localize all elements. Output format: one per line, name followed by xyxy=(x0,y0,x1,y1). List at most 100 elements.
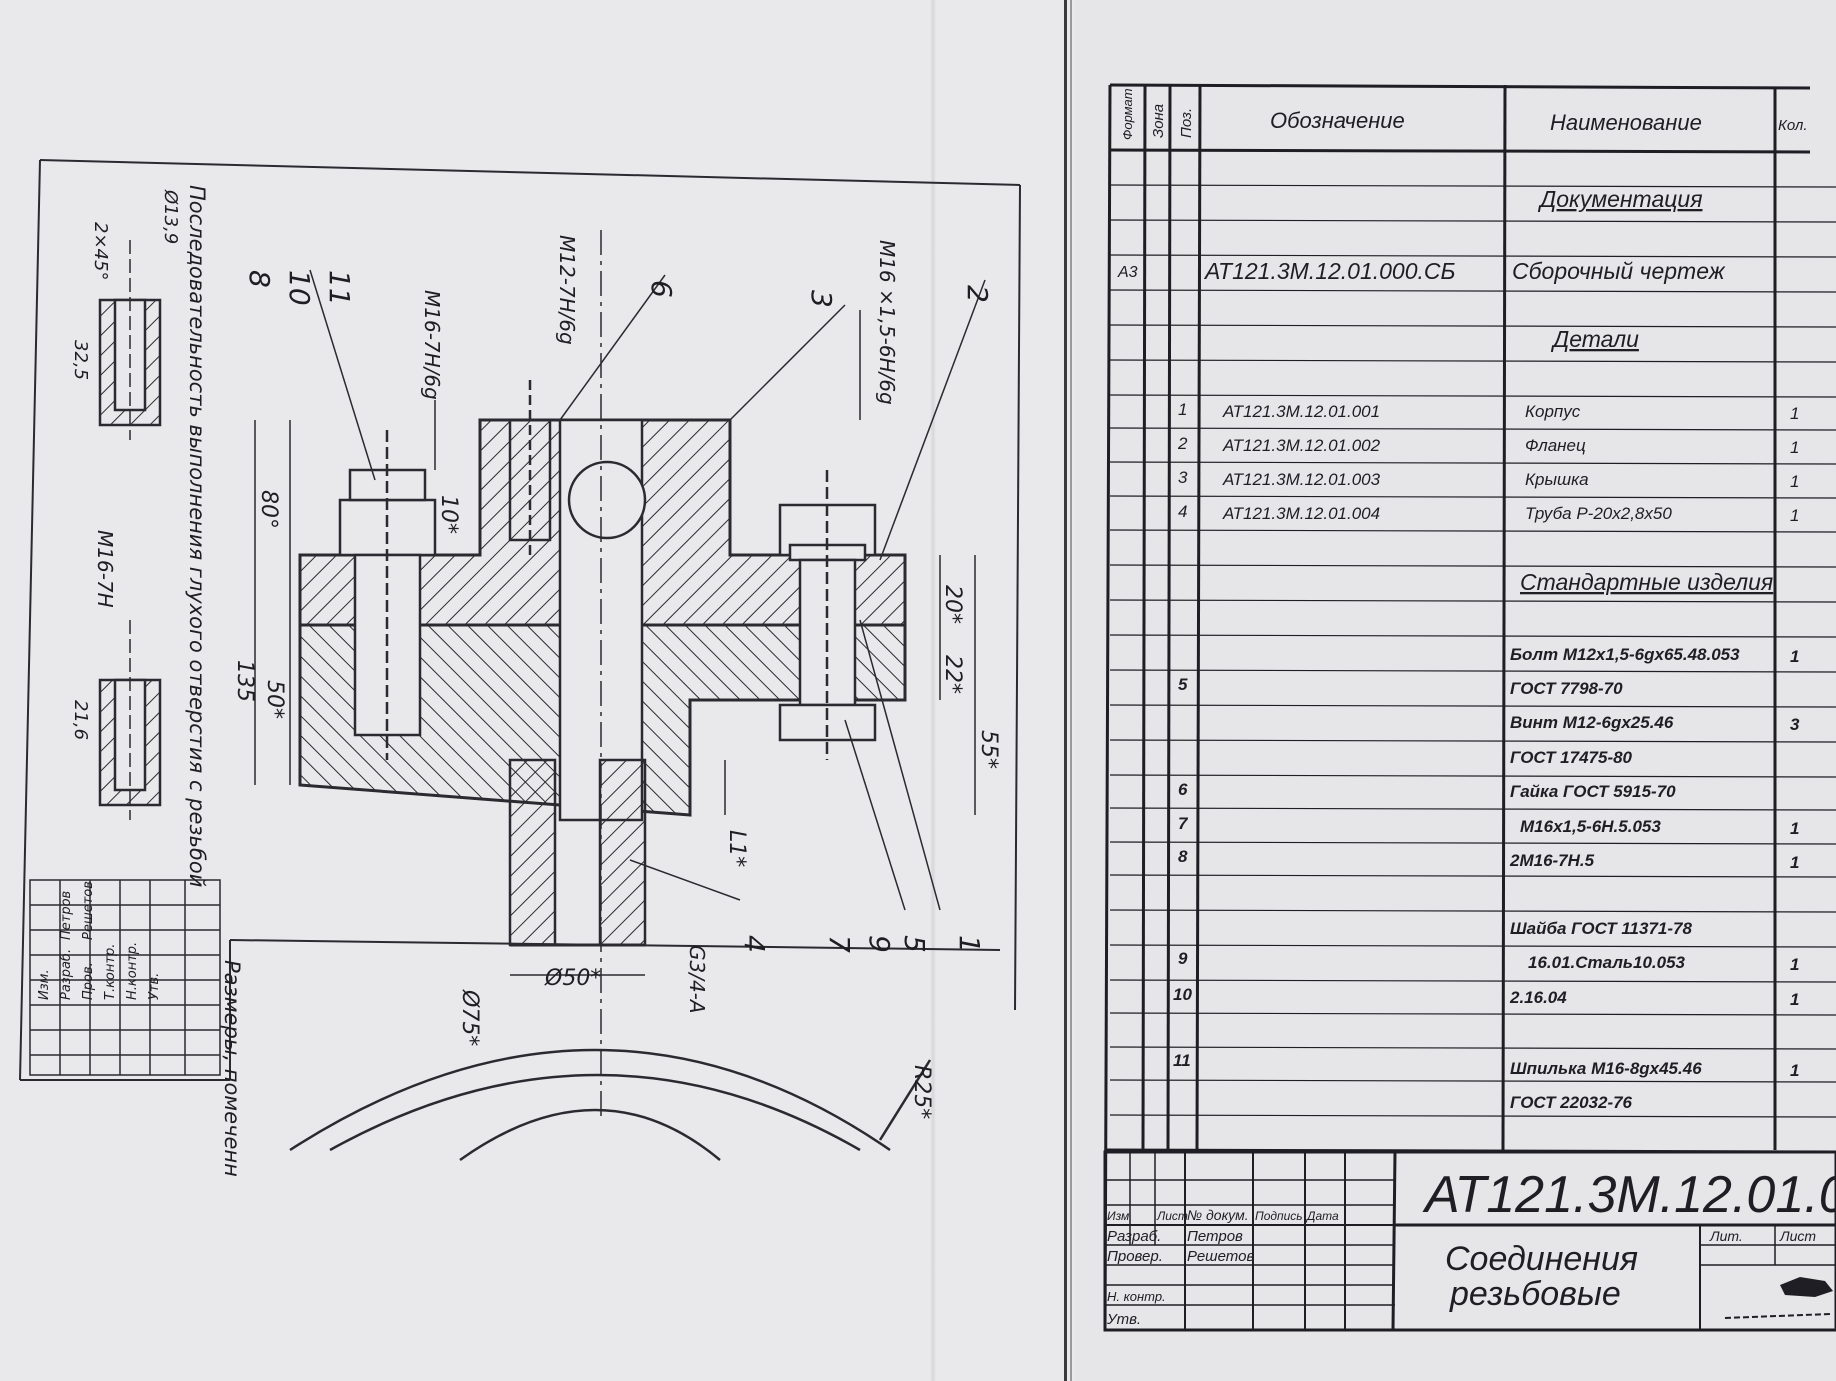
row-pos: 7 xyxy=(1178,814,1189,833)
callout-3: 3 xyxy=(805,290,838,308)
dim-216: 21,6 xyxy=(70,700,91,740)
callout-4: 4 xyxy=(738,935,771,953)
row-name: 16.01.Сталь10.053 xyxy=(1528,953,1686,972)
dim-10: 10* xyxy=(436,495,461,534)
row-pos: 1 xyxy=(1178,400,1187,419)
stud-part-11 xyxy=(338,430,437,760)
row-doc-format: А3 xyxy=(1117,264,1138,281)
row-designation: АТ121.3М.12.01.003 xyxy=(1222,470,1381,489)
row-qty: 3 xyxy=(1790,715,1800,734)
thread-m12: M12-7H/6g xyxy=(555,235,579,345)
row-pos: 6 xyxy=(1178,780,1188,799)
row-pos: 10 xyxy=(1173,985,1192,1004)
checked-name: Решетов xyxy=(1187,1248,1254,1265)
row-pos: 9 xyxy=(1178,949,1188,968)
row-name: ГОСТ 22032-76 xyxy=(1510,1093,1633,1112)
row-name: Шайба ГОСТ 11371-78 xyxy=(1510,919,1692,938)
svg-text:Решетов: Решетов xyxy=(81,881,96,940)
callout-7: 7 xyxy=(823,935,856,953)
header-pos: Поз. xyxy=(1178,108,1195,138)
flange-view-arcs xyxy=(289,1048,932,1162)
paper-crease xyxy=(930,0,936,1381)
row-name: ГОСТ 7798-70 xyxy=(1510,679,1623,698)
title-block-labels: Изм Лист № докум. Подпись Дата Разраб. П… xyxy=(1106,1207,1816,1328)
row-qty: 1 xyxy=(1790,990,1799,1009)
row-name: ГОСТ 17475-80 xyxy=(1510,748,1633,767)
sheet-edge xyxy=(1070,0,1072,1381)
row-pos: 8 xyxy=(1178,847,1188,866)
pipe-part-4 xyxy=(508,758,647,947)
col-date-label: Дата xyxy=(1305,1209,1339,1223)
dim-135: 135 xyxy=(232,660,257,702)
thread-m16-7h: M16-7H xyxy=(93,530,117,608)
dim-55: 55* xyxy=(976,730,1001,769)
row-name: Корпус xyxy=(1525,402,1581,421)
section-standard: Стандартные изделия xyxy=(1520,569,1773,595)
row-qty: 1 xyxy=(1790,647,1799,666)
dimension-lines xyxy=(254,400,976,976)
spec-rows-parts: 1 АТ121.3М.12.01.001 Корпус 1 2 АТ121.3М… xyxy=(1177,400,1799,525)
dim-d75: Ø75* xyxy=(457,989,482,1046)
callout-5: 5 xyxy=(898,935,931,953)
row-qty: 1 xyxy=(1790,438,1799,457)
note-sequence: Последовательность выполнения глухого от… xyxy=(185,185,209,887)
dim-20: 20* xyxy=(940,585,965,624)
row-qty: 1 xyxy=(1790,506,1799,525)
row-designation: АТ121.3М.12.01.002 xyxy=(1222,436,1381,455)
row-qty: 1 xyxy=(1790,853,1799,872)
row-pos: 5 xyxy=(1178,675,1188,694)
callout-8: 8 xyxy=(243,270,276,288)
row-qty: 1 xyxy=(1790,404,1799,423)
ncontrol-label: Н. контр. xyxy=(1107,1289,1166,1304)
blind-hole-detail-views xyxy=(98,240,162,820)
header-zone: Зона xyxy=(1150,104,1167,138)
svg-text:Н.контр.: Н.контр. xyxy=(125,942,140,1000)
drawing-frame xyxy=(19,159,1021,1081)
approved-label: Утв. xyxy=(1106,1311,1141,1328)
section-documentation: Документация xyxy=(1537,186,1702,212)
specification-table: Формат Зона Поз. Обозначение Наименовани… xyxy=(1103,83,1836,1332)
row-name: М16х1,5-6Н.5.053 xyxy=(1520,817,1661,836)
assembly-drawing: Изм. Разраб. Пров. Т.контр. Н.контр. Утв… xyxy=(19,159,1021,1177)
dim-50: 50* xyxy=(262,680,287,719)
callout-6: 6 xyxy=(645,280,678,298)
dim-325: 32,5 xyxy=(70,340,91,380)
row-name: 2.16.04 xyxy=(1509,988,1567,1007)
col-docnum-label: № докум. xyxy=(1187,1207,1249,1223)
bolt-part-5 xyxy=(778,470,877,760)
spec-row-lines xyxy=(1109,184,1836,1118)
mini-stamp-grid xyxy=(29,879,221,1076)
row-name: Винт М12-6gх25.46 xyxy=(1510,713,1674,732)
organization-stamp-logo xyxy=(1724,1277,1833,1319)
title-block-grid xyxy=(1103,1150,1836,1332)
doc-number: АТ121.3М.12.01.0 xyxy=(1422,1166,1836,1224)
callout-1: 1 xyxy=(953,935,986,953)
col-change-label: Изм xyxy=(1107,1209,1129,1223)
row-name: Гайка ГОСТ 5915-70 xyxy=(1510,782,1676,801)
row-name: Шпилька М16-8gх45.46 xyxy=(1510,1059,1702,1078)
svg-text:Изм.: Изм. xyxy=(37,969,52,1000)
checked-label: Провер. xyxy=(1107,1248,1163,1265)
dim-22: 22* xyxy=(940,655,965,694)
row-qty: 1 xyxy=(1790,955,1799,974)
developed-label: Разраб. xyxy=(1107,1228,1161,1245)
row-designation: АТ121.3М.12.01.004 xyxy=(1222,504,1380,523)
svg-text:Т.контр.: Т.контр. xyxy=(103,944,118,1000)
sheet-border-line xyxy=(1064,0,1067,1381)
row-name: Болт М12х1,5-6gх65.48.053 xyxy=(1510,645,1740,664)
header-format: Формат xyxy=(1120,88,1135,140)
svg-text:Пров.: Пров. xyxy=(81,962,96,1000)
title-line-2: резьбовые xyxy=(1449,1275,1621,1313)
row-pos: 4 xyxy=(1178,502,1187,521)
row-pos: 11 xyxy=(1173,1051,1191,1070)
cross-hole xyxy=(567,460,647,540)
mini-stamp-labels: Изм. Разраб. Пров. Т.контр. Н.контр. Утв… xyxy=(37,881,162,1000)
lit-label: Лит. xyxy=(1709,1228,1743,1244)
callout-9: 9 xyxy=(863,935,896,953)
row-doc-name: Сборочный чертеж xyxy=(1512,258,1726,284)
col-sheet-label: Лист xyxy=(1156,1209,1188,1223)
dim-d50: Ø50* xyxy=(544,966,601,991)
thread-m16-7h6g: M16-7H/6g xyxy=(420,290,444,400)
row-name: Фланец xyxy=(1525,436,1586,455)
